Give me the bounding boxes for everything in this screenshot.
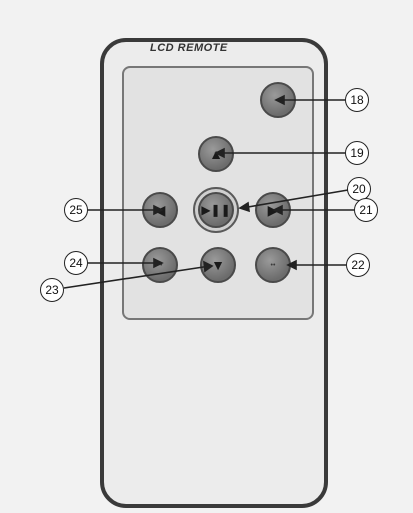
button-22[interactable]: •• — [255, 247, 291, 283]
leader-23 — [63, 265, 211, 289]
up-button[interactable]: ▲ — [198, 136, 234, 172]
callout-22: 22 — [346, 253, 370, 277]
arrowhead-24 — [153, 257, 164, 269]
button-24[interactable]: •• — [142, 247, 178, 283]
arrowhead-22 — [286, 259, 297, 271]
arrowhead-18 — [274, 94, 285, 106]
arrowhead-21 — [272, 204, 283, 216]
callout-25: 25 — [64, 198, 88, 222]
callout-19: 19 — [345, 141, 369, 165]
right-arrow-icon: ▶ — [267, 201, 279, 218]
arrowhead-20 — [238, 201, 250, 213]
callout-24: 24 — [64, 251, 88, 275]
remote-label: LCD REMOTE — [150, 42, 228, 54]
arrowhead-25 — [153, 204, 164, 216]
arrowhead-19 — [214, 147, 225, 159]
callout-21: 21 — [354, 198, 378, 222]
callout-18: 18 — [345, 88, 369, 112]
leader-20 — [241, 189, 349, 209]
down-arrow-icon: ▼ — [211, 257, 225, 273]
callout-23: 23 — [40, 278, 64, 302]
play-pause-button[interactable]: ▶❚❚ — [198, 192, 234, 228]
arrowhead-23 — [203, 260, 214, 273]
play-pause-icon: ▶❚❚ — [201, 203, 231, 217]
button-24-mark: •• — [157, 261, 163, 269]
button-22-mark: •• — [270, 261, 276, 269]
up-arrow-icon: ▲ — [209, 146, 223, 162]
